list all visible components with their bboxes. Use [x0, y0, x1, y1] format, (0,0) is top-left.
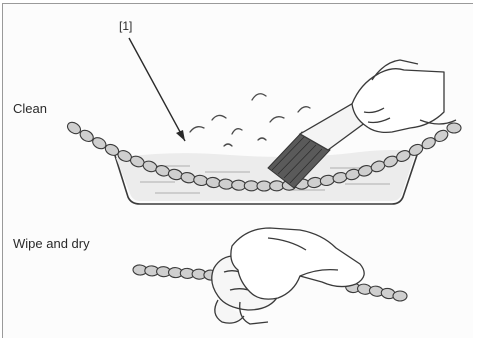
hand-holding-brush [352, 60, 456, 132]
callout-label: [1] [119, 19, 132, 34]
chain-link [447, 123, 461, 133]
step-label-clean: Clean [13, 101, 47, 116]
solvent-splash [190, 94, 310, 146]
step-label-wipe-and-dry: Wipe and dry [13, 236, 90, 251]
callout-leader-1 [129, 38, 185, 141]
chain-link [393, 291, 407, 301]
chain-link [270, 181, 284, 192]
chain-link [257, 181, 271, 191]
chain-link [244, 181, 258, 191]
